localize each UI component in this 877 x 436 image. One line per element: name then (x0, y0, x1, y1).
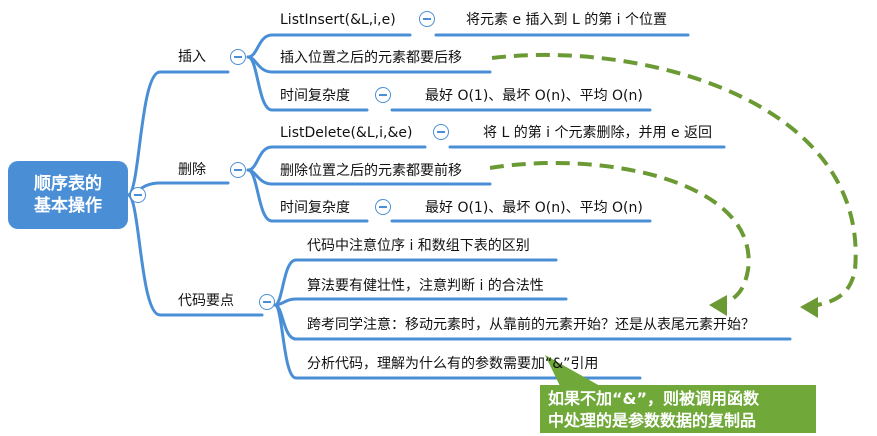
arrowhead-insert (800, 297, 818, 318)
delete-func[interactable]: ListDelete(&L,i,&e) (280, 125, 413, 141)
connector-delete-complexity (246, 168, 369, 223)
connector-code-4 (273, 303, 642, 380)
collapse-toggle-icon[interactable] (230, 162, 246, 178)
code-point-4[interactable]: 分析代码，理解为什么有的参数需要加“&”引用 (307, 356, 599, 372)
callout-pointer (545, 355, 600, 386)
branch-insert[interactable]: 插入 (178, 49, 206, 65)
arrow-insert-shift (491, 52, 858, 308)
root-title-line1: 顺序表的 (34, 174, 102, 194)
insert-func-desc[interactable]: 将元素 e 插入到 L 的第 i 个位置 (466, 12, 668, 28)
connector-insert-complexity (246, 55, 369, 112)
arrow-delete-shift (489, 161, 751, 306)
delete-func-desc[interactable]: 将 L 的第 i 个元素删除，并用 e 返回 (483, 125, 713, 141)
delete-shift[interactable]: 删除位置之后的元素都要前移 (280, 163, 462, 179)
code-point-3[interactable]: 跨考同学注意：移动元素时，从靠前的元素开始？还是从表尾元素开始？ (307, 317, 755, 333)
code-point-1[interactable]: 代码中注意位序 i 和数组下表的区别 (307, 238, 530, 254)
code-point-2[interactable]: 算法要有健壮性，注意判断 i 的合法性 (307, 278, 544, 294)
collapse-toggle-icon[interactable] (419, 11, 435, 27)
insert-func[interactable]: ListInsert(&L,i,e) (280, 12, 396, 28)
collapse-toggle-icon[interactable] (130, 187, 146, 203)
insert-complexity[interactable]: 时间复杂度 (280, 88, 350, 104)
insert-complexity-value[interactable]: 最好 O(1)、最坏 O(n)、平均 O(n) (425, 88, 643, 104)
root-title-line2: 基本操作 (34, 196, 102, 216)
callout-line2: 中处理的是参数数据的复制品 (548, 411, 757, 430)
connector-code-2 (273, 297, 568, 307)
callout-note: 如果不加“&”，则被调用函数 中处理的是参数数据的复制品 (540, 385, 816, 433)
branch-code[interactable]: 代码要点 (178, 293, 234, 309)
insert-shift[interactable]: 插入位置之后的元素都要后移 (280, 50, 462, 66)
collapse-toggle-icon[interactable] (259, 294, 275, 310)
branch-delete[interactable]: 删除 (178, 162, 206, 178)
delete-complexity[interactable]: 时间复杂度 (280, 200, 350, 216)
collapse-toggle-icon[interactable] (433, 124, 449, 140)
collapse-toggle-icon[interactable] (230, 49, 246, 65)
root-node[interactable]: 顺序表的 基本操作 (8, 161, 128, 229)
collapse-toggle-icon[interactable] (375, 87, 391, 103)
callout-line1: 如果不加“&”，则被调用函数 (548, 389, 759, 408)
collapse-toggle-icon[interactable] (375, 199, 391, 215)
arrowhead-delete (709, 295, 727, 316)
delete-complexity-value[interactable]: 最好 O(1)、最坏 O(n)、平均 O(n) (425, 200, 643, 216)
